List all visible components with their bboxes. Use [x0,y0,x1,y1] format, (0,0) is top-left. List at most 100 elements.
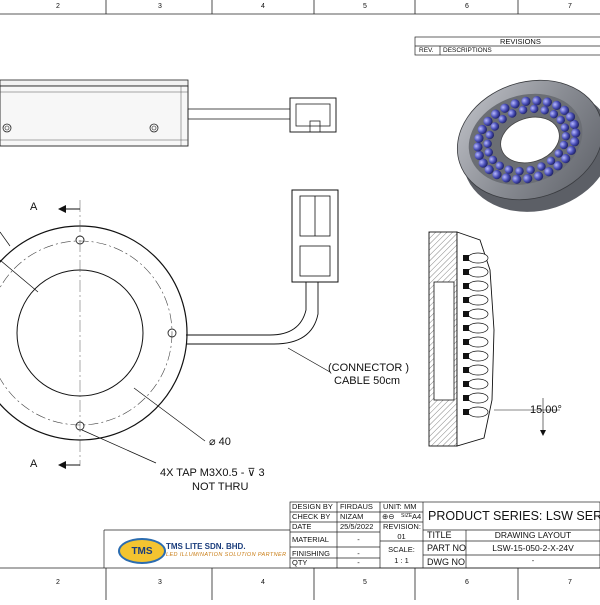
side-view [0,79,337,147]
led-bead [549,109,559,119]
part-no-value: LSW-15-050-2-X-24V [492,543,574,553]
led-bead [566,145,576,156]
led-bead [552,100,562,110]
date-label: DATE [292,522,312,531]
design-by-label: DESIGN BY [292,502,333,511]
led-bead [477,124,487,135]
led-bead [523,173,533,184]
led-bead [473,142,483,152]
projection-icon: ⊕⊖ [382,512,395,521]
section-led [467,252,489,264]
led-bead [540,106,549,115]
section-led [467,364,489,376]
led-bead [488,155,498,165]
grid-num-top-4: 4 [261,3,265,10]
screw-hole-left [2,123,12,133]
revision-value: 01 [397,532,406,541]
led-bead [518,105,528,115]
led-bead [490,122,500,131]
led-bead [485,130,494,140]
led-bead [498,114,507,124]
grid-num-bottom-7: 7 [568,579,572,586]
section-led [467,308,489,320]
led-bead [483,116,493,126]
connector-top [291,189,339,283]
led-bead [553,161,563,171]
led-bead [515,166,524,176]
led-bead [561,153,571,164]
grid-num-bottom-2: 2 [56,579,60,586]
connector-side [289,97,337,133]
led-bead [484,148,493,157]
finishing-value: - [357,549,360,558]
grid-num-top-7: 7 [568,3,572,10]
company-name: TMS LITE SDN. BHD. [166,542,246,551]
led-bead [571,128,581,138]
outer-ring [0,225,188,441]
size-label: SIZE [401,513,413,519]
section-led [467,294,489,306]
revisions-header: REVISIONS [500,37,541,46]
diameter-label: ⌀ 40 [209,436,231,448]
led-bead [521,96,531,106]
tap-label-line2: NOT THRU [192,481,249,493]
led-bead [533,171,544,181]
date-value: 25/5/2022 [340,522,374,531]
section-led [467,378,489,390]
led-bead [559,140,569,150]
led-bead [559,105,570,115]
tap-label-line1: 4X TAP M3X0.5 - ⊽ 3 [160,467,265,479]
section-led-base [463,367,469,373]
section-view [428,231,560,447]
section-led [467,392,489,404]
grid-num-bottom-4: 4 [261,579,265,586]
section-led-base [463,297,469,303]
revisions-table [414,36,600,56]
iso-render [456,79,600,212]
led-bead [478,158,488,168]
grid-num-top-6: 6 [465,3,469,10]
section-led-base [463,255,469,261]
section-led [467,336,489,348]
section-marker-bottom: A [30,458,38,470]
revisions-description-label: DESCRIPTIONS [443,47,492,54]
led-bead [569,119,579,130]
led-bead [529,104,539,114]
section-led [467,280,489,292]
unit-value: MM [404,502,417,511]
section-led [467,406,489,418]
led-bead [542,97,552,107]
led-bead [537,162,546,171]
material-value: - [357,535,360,544]
company-tagline: LED ILLUMINATION SOLUTION PARTNER [166,552,287,558]
section-led-base [463,325,469,331]
logo-text: TMS [131,545,153,557]
size-value: A4 [412,512,422,521]
led-bead [565,112,576,122]
section-led-base [463,311,469,317]
led-bead [561,131,571,141]
revisions-rev-label: REV. [419,47,434,54]
title-block-grid [103,501,600,569]
product-series: PRODUCT SERIES: LSW SERIES [428,509,600,523]
design-by-value: FIRDAUS [340,502,373,511]
led-bead [483,139,492,148]
section-led-base [463,409,469,415]
dwg-no-label: DWG NO [427,557,465,567]
part-no-label: PART NO [427,543,467,553]
grid-num-top-3: 3 [158,3,162,10]
led-bead [554,149,563,158]
qty-label: QTY [292,558,308,567]
led-bead [491,109,501,119]
section-marker-top: A [30,201,38,213]
screw-hole-right [149,123,159,133]
led-bead [510,99,520,109]
led-bead [504,165,514,174]
grid-num-top-5: 5 [363,3,367,10]
section-led-base [463,269,469,275]
connector-label-line2: CABLE 50cm [334,375,401,387]
grid-num-bottom-5: 5 [363,579,367,586]
title-value: DRAWING LAYOUT [494,530,572,540]
